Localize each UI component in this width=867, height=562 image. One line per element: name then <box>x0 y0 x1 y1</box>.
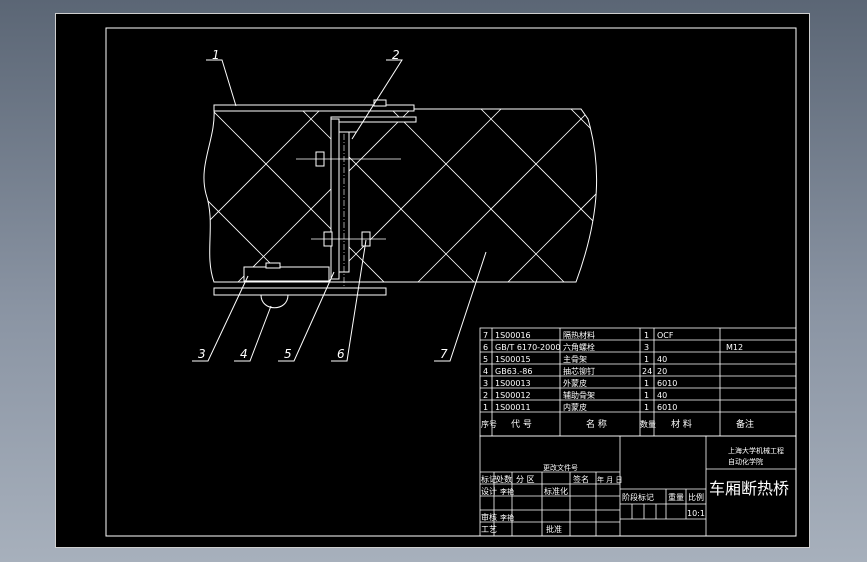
drawing-frame <box>105 27 797 537</box>
process-label: 工艺 <box>481 525 497 534</box>
bom-name: 隔热材料 <box>563 330 595 340</box>
bom-name: 外蒙皮 <box>563 378 587 388</box>
bom-qty: 24 <box>642 367 652 376</box>
inner-skin-bottom <box>243 266 330 282</box>
bom-no: 3 <box>483 379 488 388</box>
cad-drawing: 1 2 3 4 5 6 7 7 1S00016 隔热材料 1 OCF 6 GB/… <box>105 27 797 537</box>
bom-header-name: 名 称 <box>586 418 607 430</box>
bom-code: 1S00011 <box>495 403 531 412</box>
main-frame-web <box>330 118 340 280</box>
bom-no: 5 <box>483 355 488 364</box>
bom-code: 1S00013 <box>495 379 531 388</box>
design-label: 设计 <box>481 486 497 496</box>
bom-header-no: 序号 <box>481 419 497 429</box>
bom-code: 1S00015 <box>495 355 531 364</box>
callout-6: 6 <box>337 347 345 361</box>
bom-rows: 7 1S00016 隔热材料 1 OCF 6 GB/T 6170-2000 六角… <box>483 330 743 412</box>
bom-qty: 3 <box>644 343 649 352</box>
callout-7: 7 <box>440 347 448 361</box>
bom-qty: 1 <box>644 331 649 340</box>
stage-label: 阶段标记 <box>622 492 654 502</box>
weight-label: 重量 <box>668 492 684 502</box>
bom-name: 抽芯铆钉 <box>563 366 595 376</box>
bom-no: 1 <box>483 403 488 412</box>
school-line-1: 上海大学机械工程 <box>728 446 784 455</box>
rev-label-zone: 分 区 <box>516 475 535 484</box>
bom-no: 6 <box>483 343 488 352</box>
callout-4: 4 <box>240 347 248 361</box>
bom-header-qty: 数量 <box>640 419 656 429</box>
scale-label: 比例 <box>688 492 704 502</box>
scale-value: 10:1 <box>687 509 705 518</box>
approve-label: 批准 <box>546 524 562 534</box>
bom-header: 序号 代 号 名 称 数量 材 料 备注 <box>481 418 754 430</box>
title-block-grid <box>479 435 797 537</box>
bom-material: OCF <box>657 331 674 340</box>
drawing-title: 车厢断热桥 <box>709 479 789 498</box>
bom-qty: 1 <box>644 403 649 412</box>
callout-3: 3 <box>198 347 206 361</box>
bom-name: 六角螺栓 <box>563 342 595 352</box>
bom-qty: 1 <box>644 391 649 400</box>
bom-material: 6010 <box>657 403 677 412</box>
bom-code: 1S00012 <box>495 391 531 400</box>
callout-1: 1 <box>212 48 220 62</box>
outer-skin-bottom <box>213 287 387 296</box>
review-label: 审核 <box>481 512 497 522</box>
outer-skin-top <box>213 104 415 112</box>
bom-name: 主骨架 <box>563 354 587 364</box>
bom-grid <box>479 327 797 437</box>
bom-note: M12 <box>726 343 743 352</box>
insulation-outline <box>203 108 598 283</box>
bom-no: 4 <box>483 367 488 376</box>
rev-label-mark: 标记 <box>481 474 497 484</box>
title-block-text: 标记 处数 分 区 更改文件号 签名 年 月 日 设计 李艳 标准化 审核 李艳… <box>481 446 789 534</box>
bom-code: 1S00016 <box>495 331 531 340</box>
bom-no: 7 <box>483 331 488 340</box>
bom-material: 40 <box>657 391 667 400</box>
rev-label-count: 处数 <box>496 474 512 484</box>
insulation-hatch <box>203 109 597 282</box>
aux-frame-flange <box>330 116 417 123</box>
drawing-sheet: 1 2 3 4 5 6 7 7 1S00016 隔热材料 1 OCF 6 GB/… <box>55 13 810 548</box>
leaders <box>192 59 487 362</box>
bom-code: GB/T 6170-2000 <box>495 343 560 352</box>
bom-name: 内蒙皮 <box>563 402 587 412</box>
bom-material: 6010 <box>657 379 677 388</box>
bom-qty: 1 <box>644 379 649 388</box>
school-line-2: 自动化学院 <box>728 457 763 466</box>
bom-material: 40 <box>657 355 667 364</box>
callout-5: 5 <box>284 347 292 361</box>
bom-qty: 1 <box>644 355 649 364</box>
bom-no: 2 <box>483 391 488 400</box>
callout-2: 2 <box>392 48 400 62</box>
bom-name: 辅助骨架 <box>563 390 595 400</box>
design-name: 李艳 <box>500 487 514 496</box>
bom-material: 20 <box>657 367 667 376</box>
rivet-dome <box>260 294 289 309</box>
rev-label-doc: 更改文件号 <box>543 463 578 472</box>
rev-label-date: 年 月 日 <box>597 475 622 484</box>
rivet-head-bottom <box>265 262 281 269</box>
rev-label-sign: 签名 <box>573 474 589 484</box>
review-name: 李艳 <box>500 513 514 522</box>
bom-header-note: 备注 <box>736 418 754 430</box>
bolt-head-top <box>373 99 387 107</box>
bom-header-code: 代 号 <box>511 419 532 430</box>
bom-header-material: 材 料 <box>671 418 692 430</box>
bom-code: GB63.-86 <box>495 367 532 376</box>
standard-label: 标准化 <box>544 486 568 496</box>
